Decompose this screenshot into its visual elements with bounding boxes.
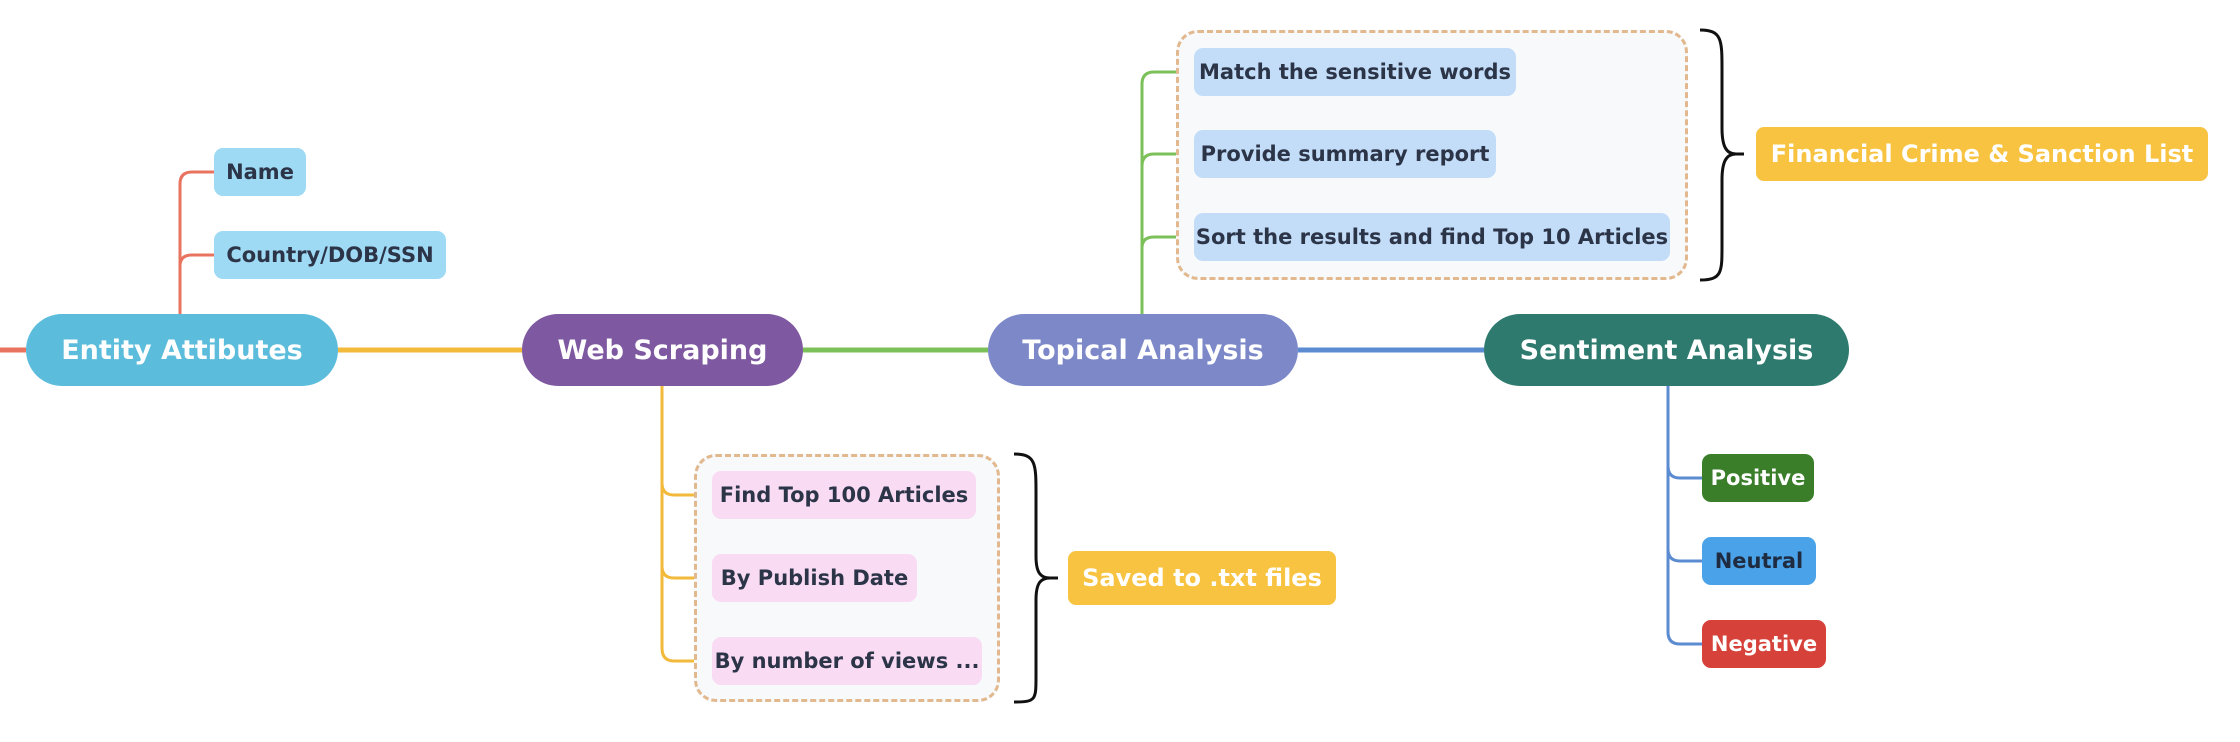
sentiment-neutral[interactable]: Neutral (1702, 537, 1816, 585)
sentiment-analysis-node[interactable]: Sentiment Analysis (1484, 314, 1849, 386)
topical-child-top-10[interactable]: Sort the results and find Top 10 Article… (1194, 213, 1670, 261)
topical-child-summary-report[interactable]: Provide summary report (1194, 130, 1496, 178)
branch-sentiment-main (1666, 386, 1702, 646)
branch-web-top100-stub (660, 482, 712, 497)
branch-web-date-stub (660, 565, 712, 580)
branch-topical-summary (1140, 152, 1194, 167)
web-child-top-100[interactable]: Find Top 100 Articles (712, 471, 976, 519)
brace-topical (1699, 28, 1744, 282)
brace-web (1013, 452, 1058, 704)
web-child-publish-date[interactable]: By Publish Date (712, 554, 917, 602)
sentiment-positive[interactable]: Positive (1702, 454, 1814, 502)
branch-sentiment-positive (1666, 465, 1702, 480)
branch-web-top100 (660, 386, 712, 663)
web-child-views[interactable]: By number of views ... (712, 637, 982, 685)
branch-entity-country (178, 253, 214, 267)
branch-entity-name (178, 170, 214, 314)
summary-financial-crime[interactable]: Financial Crime & Sanction List (1756, 127, 2208, 181)
entity-child-country-dob-ssn[interactable]: Country/DOB/SSN (214, 231, 446, 279)
sentiment-negative[interactable]: Negative (1702, 620, 1826, 668)
entity-child-name[interactable]: Name (214, 148, 306, 196)
topical-child-sensitive-words[interactable]: Match the sensitive words (1194, 48, 1516, 96)
branch-sentiment-neutral (1666, 548, 1702, 563)
branch-topical-sort (1140, 235, 1194, 249)
entity-attributes-node[interactable]: Entity Attibutes (26, 314, 338, 386)
web-scraping-node[interactable]: Web Scraping (522, 314, 803, 386)
branch-topical-main (1140, 70, 1194, 314)
topical-analysis-node[interactable]: Topical Analysis (988, 314, 1298, 386)
summary-saved-txt[interactable]: Saved to .txt files (1068, 551, 1336, 605)
